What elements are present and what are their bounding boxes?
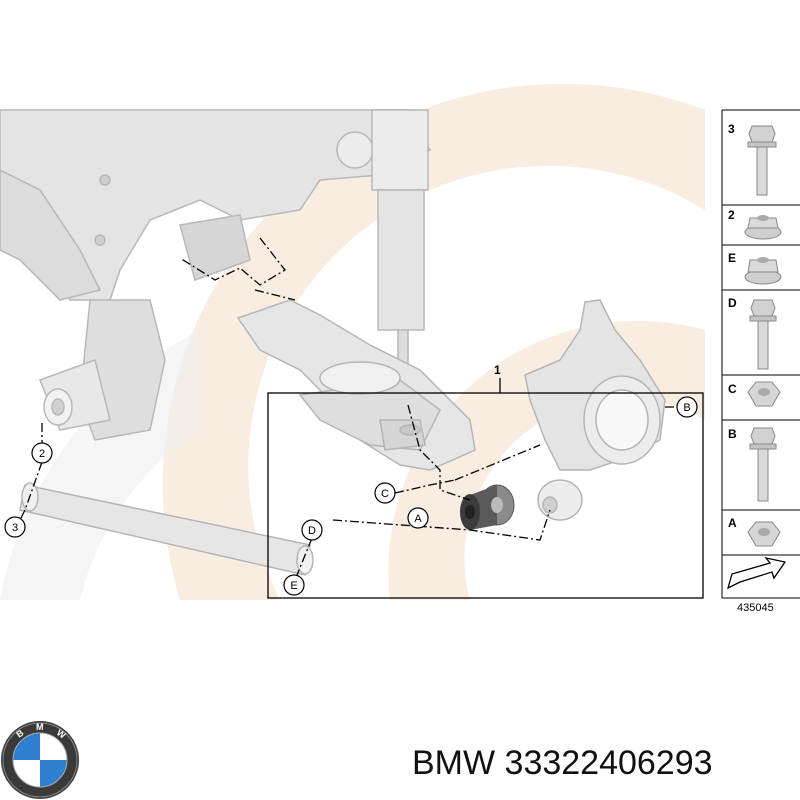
legend-item-B: B [728,427,777,502]
bmw-logo: B M W [1,721,79,799]
svg-text:C: C [381,488,389,500]
svg-text:1: 1 [494,363,501,377]
svg-text:A: A [728,516,737,530]
svg-text:B: B [14,727,25,739]
svg-text:B: B [728,427,737,441]
svg-text:D: D [308,525,316,537]
svg-text:E: E [728,251,736,265]
callout-C: C [374,482,396,504]
legend-item-D: D [728,296,777,370]
rubber-bushing [460,484,515,530]
detail-frame [267,392,704,599]
svg-text:A: A [414,513,422,525]
svg-text:2: 2 [39,448,45,460]
callout-D: D [301,519,323,541]
callout-B: B [676,396,698,418]
svg-text:C: C [728,382,737,396]
callout-main: 1 [494,363,501,377]
wheel-carrier [524,299,666,521]
svg-text:M: M [36,722,44,732]
rear-subframe [0,109,432,441]
callout-3: 3 [4,516,26,538]
svg-text:E: E [290,580,297,592]
callout-E: E [283,574,305,596]
callout-A: A [407,507,429,529]
guide-lines [19,237,678,581]
legend-item-3: 3 [728,122,777,196]
svg-text:3: 3 [12,522,18,534]
brand-part-number: BMW 33322406293 [412,744,713,782]
svg-text:B: B [683,402,690,414]
diagram-number: 435045 [737,602,774,614]
control-arm [236,299,476,471]
legend-item-A: A [728,516,781,547]
legend-item-E: E [728,251,782,285]
callout-2: 2 [31,442,53,464]
svg-text:3: 3 [728,122,735,136]
legend-item-C: C [728,381,781,407]
legend-item-2: 2 [728,208,782,240]
shock-absorber [371,109,429,377]
mounting-arrow-icon [726,556,787,590]
svg-text:D: D [728,296,737,310]
svg-text:2: 2 [728,208,735,222]
parts-legend: 3 2 E D C [721,109,800,599]
